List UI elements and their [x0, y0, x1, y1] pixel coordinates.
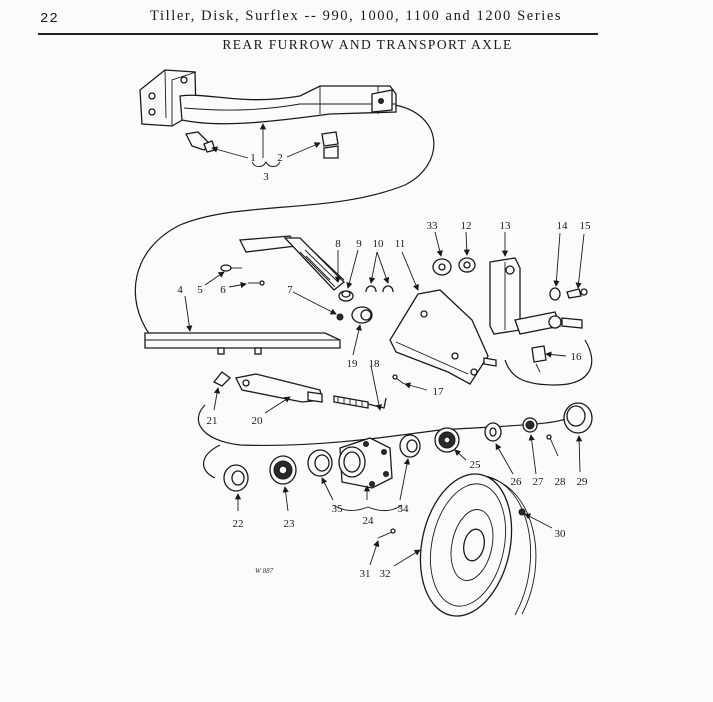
part-23-bearing-cone [269, 455, 297, 485]
part-25-bearing-cone [434, 427, 460, 453]
callout-3: 3 [263, 171, 269, 183]
leader-lines [184, 123, 585, 567]
part-7-nut [336, 313, 344, 321]
callout-20: 20 [252, 415, 264, 427]
part-15-bolt [566, 288, 588, 299]
callout-27: 27 [533, 476, 545, 488]
part-12-washer [458, 257, 476, 273]
part-2-nut [321, 131, 339, 159]
part-32-wheel [419, 473, 537, 617]
callout-19: 19 [347, 358, 359, 370]
callout-34: 34 [398, 503, 410, 515]
part-19-bearing [351, 306, 373, 324]
part-21-clip [212, 371, 231, 387]
callout-8: 8 [335, 238, 341, 250]
callout-31: 31 [360, 568, 371, 580]
page-number: 22 [40, 11, 59, 27]
callout-13: 13 [500, 220, 512, 232]
callout-24: 24 [363, 515, 375, 527]
part-35-bearing-cup [307, 449, 333, 477]
part-20-lever [235, 373, 323, 403]
part-29-hub-cap [563, 402, 593, 434]
part-30-nut [518, 508, 526, 516]
callout-12: 12 [461, 220, 472, 232]
header-rule [38, 33, 598, 35]
callout-22: 22 [233, 518, 244, 530]
part-18-threaded-bolt [333, 395, 387, 409]
callout-16: 16 [571, 351, 583, 363]
callout-14: 14 [557, 220, 569, 232]
callout-15: 15 [580, 220, 592, 232]
callout-numbers: 1 2 3 4 5 6 7 8 9 10 11 12 13 14 15 16 1… [177, 152, 591, 580]
part-34-bearing-cup [399, 434, 421, 458]
callout-6: 6 [220, 284, 226, 296]
part-4-axle-bar [144, 332, 341, 355]
callout-25: 25 [470, 459, 482, 471]
part-26-washer [484, 422, 502, 442]
part-1-bolt [185, 131, 216, 153]
section-title: REAR FURROW AND TRANSPORT AXLE [222, 37, 513, 52]
part-11-plate [389, 289, 497, 385]
callout-32: 32 [380, 568, 391, 580]
series-title: Tiller, Disk, Surflex -- 990, 1000, 1100… [150, 8, 563, 24]
front-bracket-assembly [139, 69, 397, 127]
callout-21: 21 [207, 415, 218, 427]
part-5-bolt [220, 264, 242, 272]
callout-9: 9 [356, 238, 362, 250]
part-9-bushing [338, 290, 354, 302]
part-31-bolt [377, 528, 396, 539]
part-14-washer [549, 287, 561, 301]
part-16-fitting [531, 345, 547, 373]
part-10-clips [365, 285, 394, 293]
part-6-pin [248, 280, 265, 286]
callout-29: 29 [577, 476, 589, 488]
callout-28: 28 [555, 476, 567, 488]
part-13-bracket [489, 257, 583, 335]
part-24-hub [338, 437, 393, 489]
page-header: 22 Tiller, Disk, Surflex -- 990, 1000, 1… [0, 0, 713, 40]
part-17-pin [392, 374, 405, 385]
callout-7: 7 [287, 284, 293, 296]
callout-30: 30 [555, 528, 567, 540]
part-27-castle-nut [522, 417, 538, 433]
callout-2: 2 [277, 152, 283, 164]
callout-17: 17 [433, 386, 445, 398]
part-22-seal [223, 464, 249, 492]
callout-18: 18 [369, 358, 381, 370]
part-28-cotter-pin [546, 434, 559, 457]
callout-35: 35 [332, 503, 344, 515]
callout-26: 26 [511, 476, 523, 488]
callout-4: 4 [177, 284, 183, 296]
callout-5: 5 [197, 284, 203, 296]
callout-33: 33 [427, 220, 439, 232]
callout-1: 1 [250, 152, 256, 164]
callout-23: 23 [284, 518, 296, 530]
part-33-washer [432, 258, 452, 276]
figure-code: W 887 [255, 567, 274, 575]
callout-10: 10 [373, 238, 385, 250]
part-8-crank-arm [238, 235, 345, 291]
callout-11: 11 [395, 238, 406, 250]
